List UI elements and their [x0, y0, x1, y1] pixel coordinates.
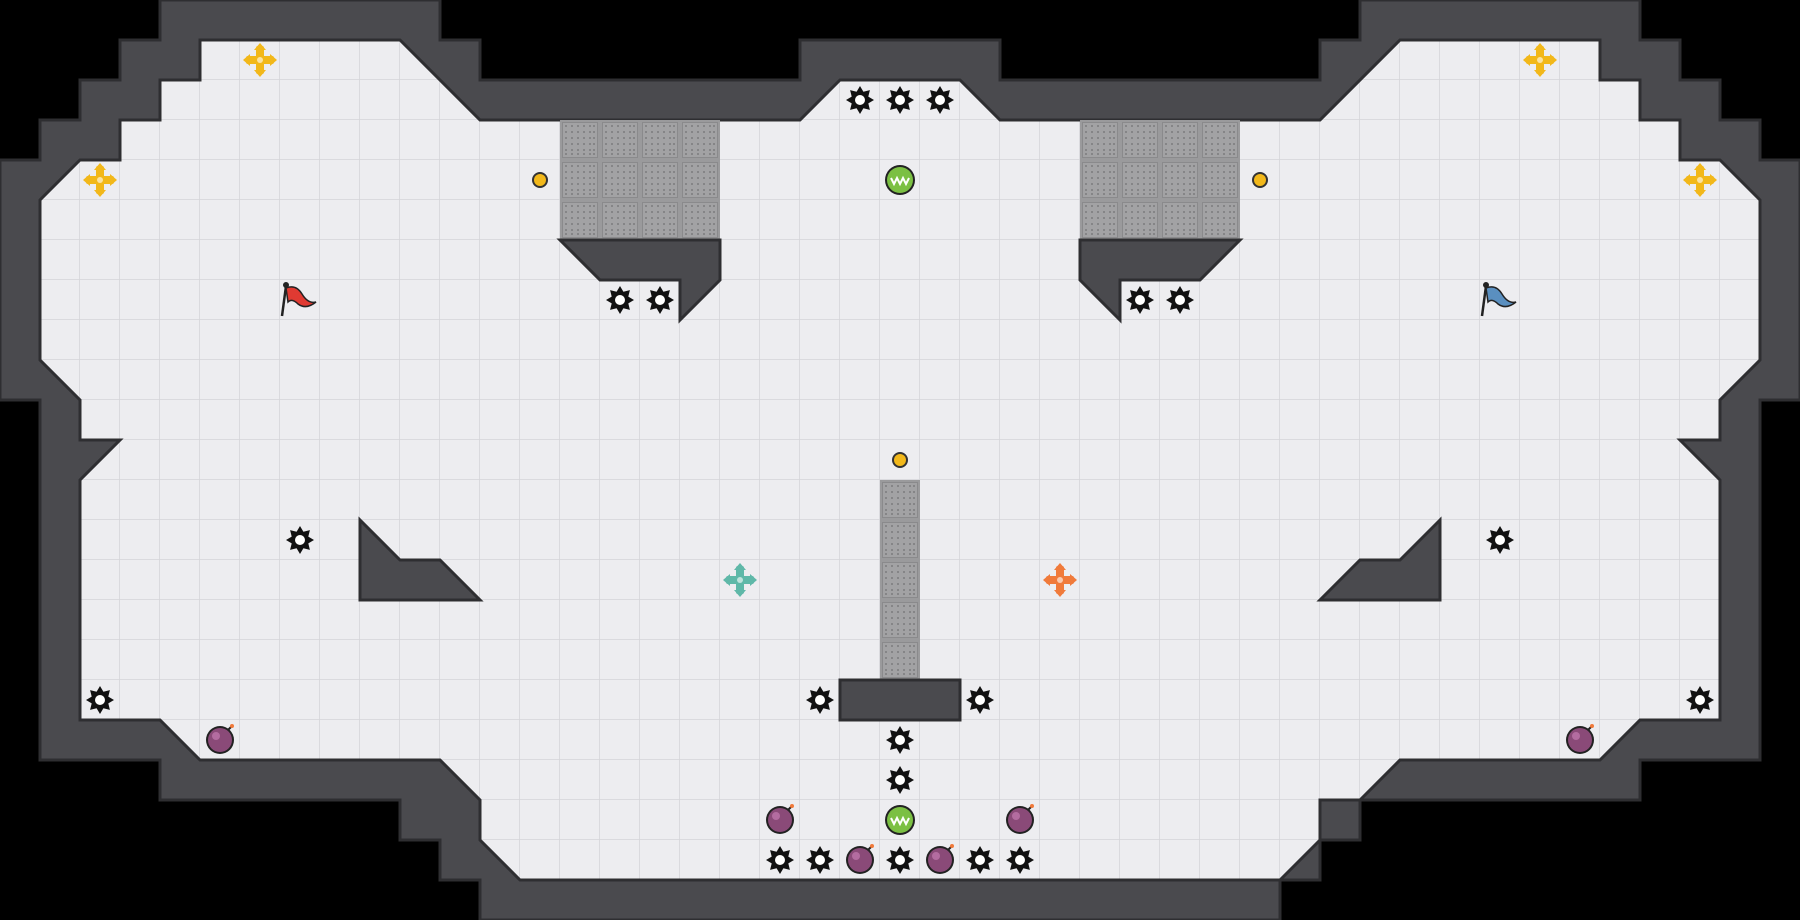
spike-icon	[966, 686, 994, 714]
wall-wedge-right	[1078, 238, 1244, 324]
orange-spawn-icon	[1043, 563, 1077, 597]
yellow-spawn-icon	[1523, 43, 1557, 77]
spike-icon	[806, 686, 834, 714]
spike-icon	[886, 766, 914, 794]
spike-icon	[1686, 686, 1714, 714]
spike-icon	[886, 846, 914, 874]
ramp-left	[358, 516, 484, 602]
spike-icon	[606, 286, 634, 314]
spike-icon	[1006, 846, 1034, 874]
spike-icon	[766, 846, 794, 874]
spike-icon	[646, 286, 674, 314]
coin-icon	[1252, 172, 1268, 188]
center-mesh-column	[880, 480, 920, 680]
spike-icon	[886, 86, 914, 114]
wall-wedge-left	[556, 238, 722, 324]
spike-icon	[966, 846, 994, 874]
teal-spawn-icon	[723, 563, 757, 597]
yellow-spawn-icon	[243, 43, 277, 77]
bomb-icon	[1566, 724, 1594, 754]
spike-icon	[1126, 286, 1154, 314]
blue-flag-icon	[1480, 282, 1517, 317]
red-flag-icon	[280, 282, 317, 317]
bomb-icon	[846, 844, 874, 874]
coin-icon	[892, 452, 908, 468]
spike-icon	[886, 726, 914, 754]
spike-icon	[1166, 286, 1194, 314]
spike-icon	[286, 526, 314, 554]
center-wall-base	[838, 678, 962, 722]
spike-icon	[1486, 526, 1514, 554]
spike-icon	[846, 86, 874, 114]
yellow-spawn-icon	[83, 163, 117, 197]
spike-icon	[86, 686, 114, 714]
bomb-icon	[766, 804, 794, 834]
mesh-block-right	[1080, 120, 1240, 240]
spike-icon	[806, 846, 834, 874]
green-ball-icon	[885, 165, 915, 195]
coin-icon	[532, 172, 548, 188]
ramp-right	[1316, 516, 1442, 602]
bomb-icon	[926, 844, 954, 874]
green-ball-icon	[885, 805, 915, 835]
yellow-spawn-icon	[1683, 163, 1717, 197]
bomb-icon	[206, 724, 234, 754]
bomb-icon	[1006, 804, 1034, 834]
spike-icon	[926, 86, 954, 114]
mesh-block-left	[560, 120, 720, 240]
